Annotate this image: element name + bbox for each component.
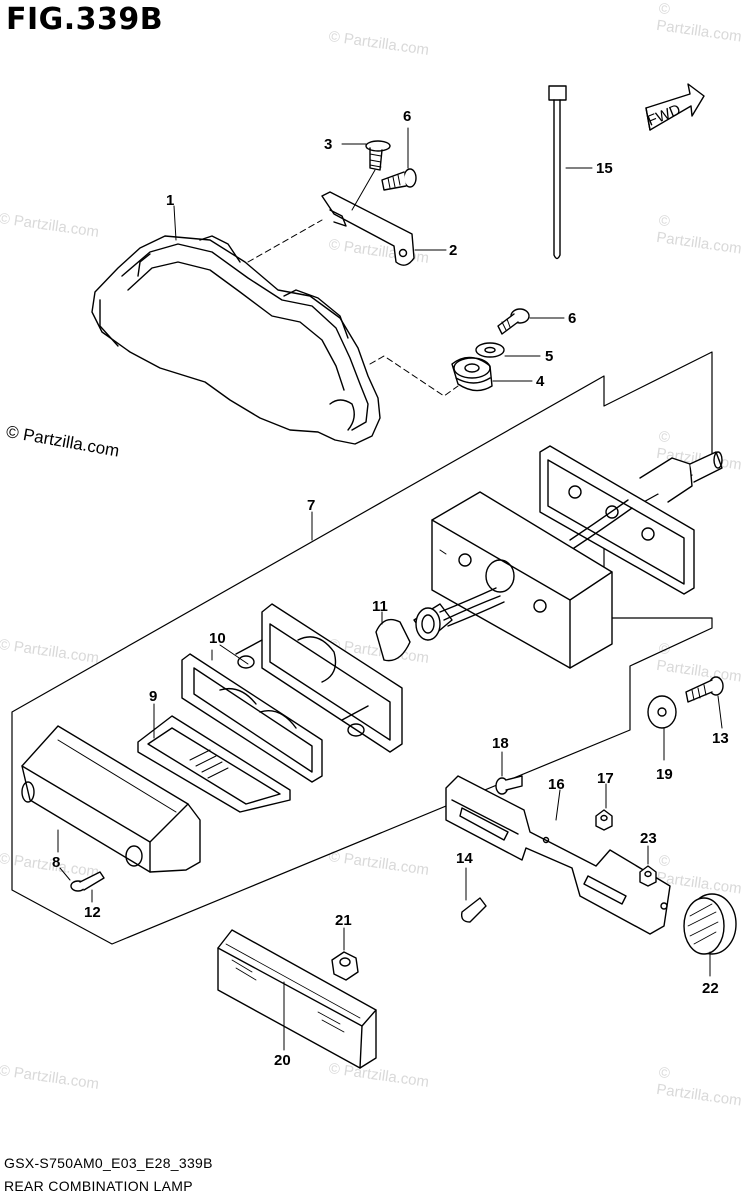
part-number-label: 19: [656, 766, 673, 783]
part-number-label: 7: [307, 497, 316, 514]
nut-part: [639, 845, 657, 887]
part-number-label: 14: [456, 850, 473, 867]
part-number-label: 3: [324, 136, 333, 153]
screw-part: [495, 751, 523, 795]
part-number-label: 8: [52, 854, 61, 871]
part-number-label: 23: [640, 830, 657, 847]
screw-part: [685, 676, 724, 729]
figure-name: REAR COMBINATION LAMP: [4, 1178, 193, 1194]
part-number-label: 18: [492, 735, 509, 752]
bulb-socket-part: [375, 587, 505, 662]
part-number-label: 6: [568, 310, 577, 327]
screw-part: [70, 871, 105, 903]
round-reflector-part: [683, 893, 737, 977]
figure-title: FIG.339B: [6, 2, 164, 37]
cable-tie-part: [548, 85, 593, 260]
part-number-label: 10: [209, 630, 226, 647]
part-number-label: 12: [84, 904, 101, 921]
license-bracket-part: [445, 775, 671, 935]
lens-part: [21, 725, 201, 873]
fwd-arrow-icon: FWD: [645, 83, 705, 131]
lamp-bracket-part: [321, 191, 447, 266]
screw-part: [381, 127, 417, 191]
tail-lamp-housing-part: [91, 235, 381, 445]
plate-reflector-part: [217, 929, 377, 1069]
lamp-base-part: [431, 491, 613, 669]
part-number-label: 11: [372, 598, 388, 615]
washer-part: [475, 342, 541, 358]
part-number-label: 13: [712, 730, 729, 747]
figure-code: GSX-S750AM0_E03_E28_339B: [4, 1155, 213, 1171]
part-number-label: 16: [548, 776, 565, 793]
part-number-label: 1: [166, 192, 175, 209]
assembly-boundary: [11, 351, 713, 945]
washer-part: [647, 695, 677, 761]
fwd-label: FWD: [645, 101, 683, 130]
part-number-label: 20: [274, 1052, 291, 1069]
part-number-label: 6: [403, 108, 412, 125]
grommet-part: [451, 356, 533, 392]
lens-gasket-part: [181, 653, 323, 783]
part-number-label: 2: [449, 242, 458, 259]
part-number-label: 9: [149, 688, 158, 705]
reflector-part: [137, 703, 291, 813]
screw-part: [497, 308, 565, 335]
clamp-part: [460, 867, 487, 923]
part-number-label: 17: [597, 770, 614, 787]
screw-part: [341, 140, 391, 211]
part-number-label: 22: [702, 980, 719, 997]
part-number-label: 4: [536, 373, 545, 390]
part-number-label: 5: [545, 348, 554, 365]
socket-gasket-part: [539, 445, 723, 595]
circuit-board-part: [219, 603, 403, 753]
nut-part: [331, 927, 359, 981]
nut-part: [595, 783, 613, 831]
part-number-label: 21: [335, 912, 352, 929]
part-number-label: 15: [596, 160, 613, 177]
